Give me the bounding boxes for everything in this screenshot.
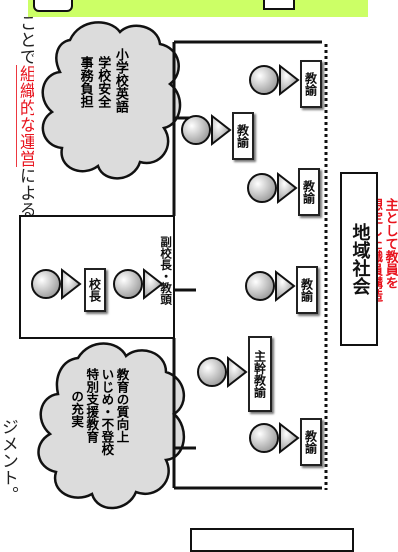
cloud-top <box>41 21 182 180</box>
cloud-bottom-line-1: 教育の質向上 <box>114 368 130 443</box>
person-icon-teacher-5 <box>249 421 300 455</box>
teacher-label-1: 教諭 <box>232 112 254 160</box>
cloud-bottom-line-4: の充実 <box>69 390 85 428</box>
teacher-label-5: 教諭 <box>300 418 322 466</box>
person-icon-lead-teacher <box>197 355 248 389</box>
cloud-top-text: 小学校英語 学校安全 事務負担 <box>77 48 128 158</box>
header-band-box <box>33 0 73 12</box>
cloud-top-line-3: 事務負担 <box>77 56 93 108</box>
teacher-label-2: 教諭 <box>300 60 322 108</box>
cloud-top-line-2: 学校安全 <box>95 56 111 108</box>
community-label: 地域社会 <box>349 223 371 295</box>
cloud-bottom-text: 教育の質向上 いじめ・不登校 特別支援教育 の充実 <box>69 368 130 488</box>
teacher-label-4: 教諭 <box>296 266 318 314</box>
bottom-box <box>190 528 354 552</box>
lead-teacher-label: 主幹教諭 <box>248 336 272 412</box>
person-icon-teacher-3 <box>247 171 298 205</box>
person-icon-principal <box>31 267 82 301</box>
principal-label: 校長 <box>84 268 106 312</box>
person-icon-teacher-1 <box>181 113 232 147</box>
center-caption-line-1: 主として教員を <box>382 198 398 289</box>
connector-lines <box>172 40 322 490</box>
person-icon-vice <box>113 267 164 301</box>
highlight-text: 組織的な運営 <box>16 65 34 167</box>
vice-principal-label: 副校長・教頭 <box>159 236 174 305</box>
cloud-bottom-line-2: いじめ・不登校 <box>99 368 115 456</box>
cloud-top-line-1: 小学校英語 <box>112 48 128 113</box>
person-icon-teacher-2 <box>249 63 300 97</box>
left-text-line2: ジメント。 <box>0 418 18 503</box>
diagram-graphics <box>19 21 328 510</box>
community-box: 地域社会 <box>340 172 378 346</box>
teacher-label-3: 教諭 <box>298 168 320 216</box>
cloud-bottom-line-3: 特別支援教育 <box>84 368 100 443</box>
cloud-bottom <box>37 342 186 510</box>
person-icon-teacher-4 <box>245 269 296 303</box>
header-band-small-box <box>263 0 295 10</box>
